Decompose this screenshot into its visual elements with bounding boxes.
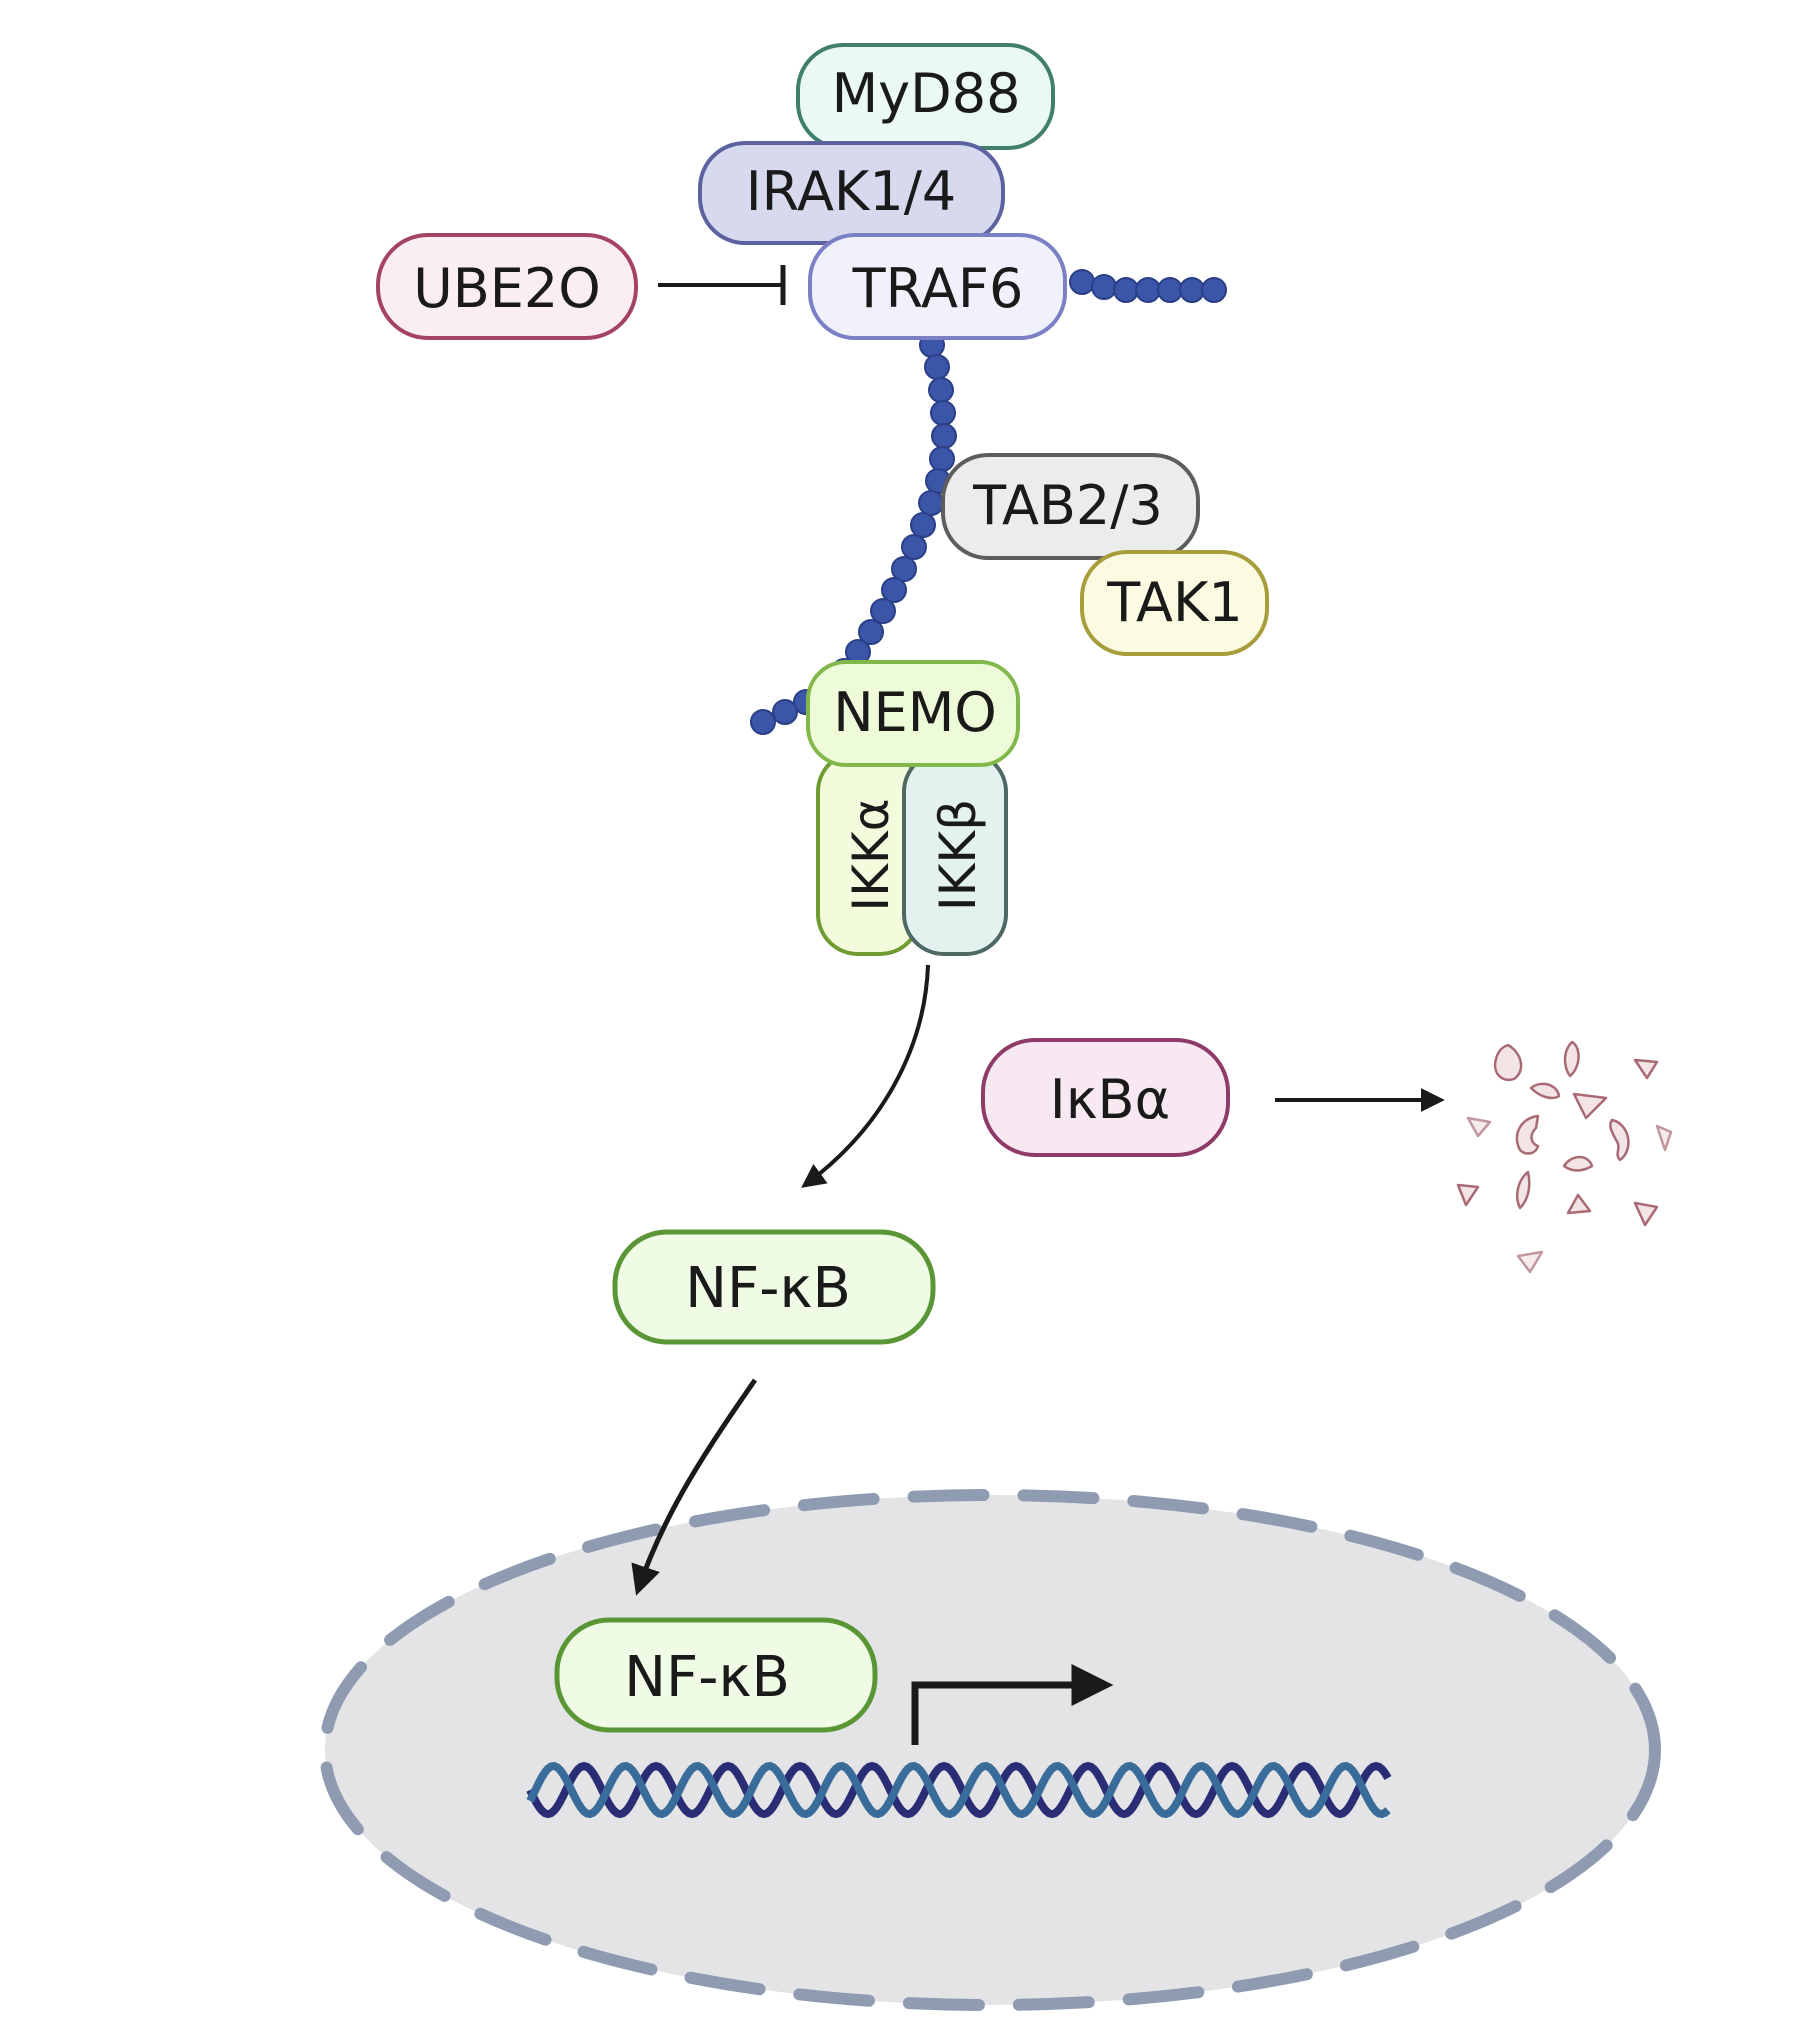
nfkb-cytoplasm-box: NF-κB — [612, 1229, 936, 1345]
ubiquitin-bead — [1113, 277, 1139, 303]
nfkb-cytoplasm-label: NF-κB — [685, 1256, 851, 1321]
ube2o-shape — [376, 233, 638, 340]
tab23-shape — [941, 453, 1200, 560]
protein-fragment — [1655, 1124, 1673, 1152]
ubiquitin-bead — [891, 556, 917, 582]
protein-fragment — [1466, 1116, 1492, 1138]
dna-strand-a — [526, 1761, 1392, 1819]
ubiquitin-bead — [1135, 277, 1161, 303]
protein-fragment — [1563, 1040, 1580, 1078]
ube2o-box: UBE2O — [376, 233, 638, 340]
dna-strand-b — [526, 1761, 1391, 1819]
myd88-label: MyD88 — [832, 62, 1021, 125]
protein-fragment — [1529, 1082, 1561, 1100]
ubiquitin-chain-right — [1069, 269, 1227, 303]
traf6-box: TRAF6 — [808, 233, 1067, 340]
nemo-label: NEMO — [833, 681, 997, 744]
irak-label: IRAK1/4 — [746, 160, 957, 223]
nfkb-translocation-arrow — [631, 1378, 758, 1596]
ubiquitin-bead — [928, 377, 954, 403]
nfkb-nucleus-box: NF-κB — [554, 1617, 878, 1733]
dna-helix — [526, 1761, 1392, 1819]
tak1-shape — [1080, 550, 1269, 656]
ubiquitin-bead — [910, 512, 936, 538]
protein-fragment — [1572, 1092, 1608, 1120]
ikkb-box: IKKβ — [902, 750, 1008, 956]
tab23-box: TAB2/3 — [941, 453, 1200, 560]
ikba-label: IκBα — [1050, 1068, 1170, 1131]
protein-fragment — [1562, 1155, 1594, 1172]
ubiquitin-bead — [1069, 269, 1095, 295]
inhibition-arrow — [658, 265, 786, 305]
ubiquitin-bead — [924, 354, 950, 380]
protein-fragment — [1633, 1201, 1659, 1227]
transcription-start-arrow — [911, 1664, 1114, 1745]
ubiquitin-bead — [772, 699, 798, 725]
myd88-box: MyD88 — [796, 43, 1055, 150]
ubiquitin-bead — [931, 423, 957, 449]
ikka-label: IKKα — [842, 798, 900, 911]
tak1-label: TAK1 — [1106, 571, 1243, 634]
ubiquitin-bead — [1179, 277, 1205, 303]
nfkb-nucleus-shape — [554, 1617, 878, 1733]
ikba-shape — [981, 1038, 1230, 1157]
ubiquitin-bead — [930, 400, 956, 426]
nemo-box: NEMO — [806, 660, 1020, 767]
tak1-box: TAK1 — [1080, 550, 1269, 656]
ikba-degradation-fragments — [1456, 1040, 1673, 1274]
protein-fragment — [1516, 1170, 1531, 1210]
protein-fragment — [1633, 1058, 1659, 1080]
ubiquitin-bead — [1201, 277, 1227, 303]
ubiquitin-bead — [881, 577, 907, 603]
protein-fragment — [1515, 1114, 1540, 1155]
ubiquitin-bead — [1091, 274, 1117, 300]
nfkb-nucleus-label: NF-κB — [624, 1645, 790, 1710]
ubiquitin-bead — [918, 490, 944, 516]
protein-fragment — [1456, 1183, 1480, 1207]
ubiquitin-bead — [858, 619, 884, 645]
ubiquitin-bead — [901, 534, 927, 560]
protein-fragment — [1516, 1250, 1544, 1274]
nucleus — [319, 1489, 1661, 2011]
tab23-label: TAB2/3 — [972, 474, 1163, 537]
nfkb-cytoplasm-shape — [612, 1229, 936, 1345]
ubiquitin-bead — [750, 709, 776, 735]
ikba-box: IκBα — [981, 1038, 1230, 1157]
protein-fragment — [1566, 1193, 1592, 1215]
ubiquitin-bead — [929, 446, 955, 472]
ikka-box: IKKα — [816, 750, 922, 956]
ubiquitin-bead — [870, 598, 896, 624]
traf6-label: TRAF6 — [852, 257, 1024, 320]
irak-box: IRAK1/4 — [698, 141, 1005, 245]
protein-fragment — [1609, 1118, 1630, 1162]
ikkb-label: IKKβ — [929, 799, 987, 911]
ube2o-label: UBE2O — [413, 257, 601, 320]
traf6-shape — [808, 233, 1067, 340]
nemo-shape — [806, 660, 1020, 767]
nucleus-body — [319, 1489, 1661, 2011]
protein-fragment — [1493, 1043, 1523, 1082]
ubiquitin-bead — [1157, 277, 1183, 303]
ubiquitin-chain-down — [750, 332, 957, 735]
ikk-to-nfkb-arrow — [801, 964, 930, 1188]
